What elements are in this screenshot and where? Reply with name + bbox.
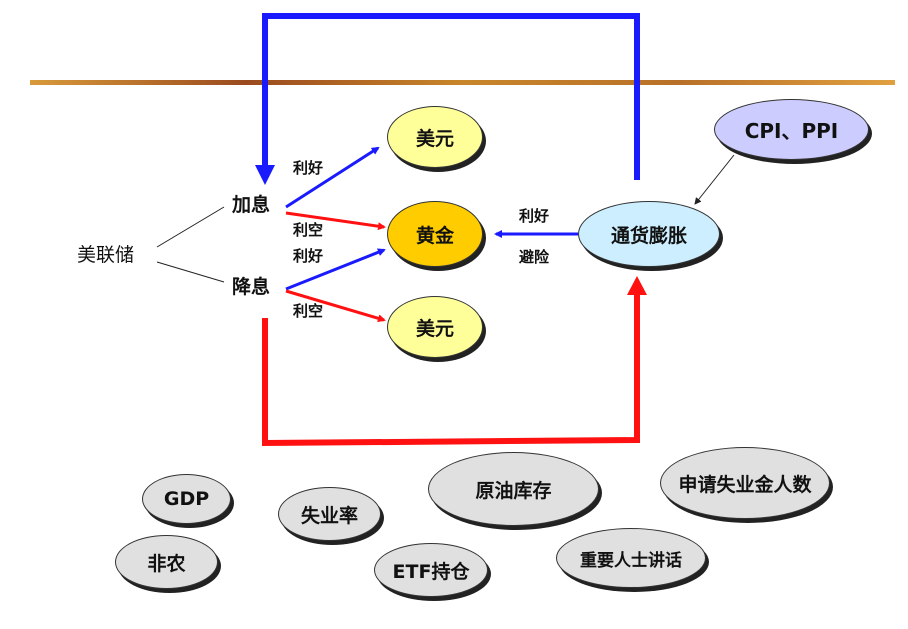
gold-node: 黄金	[387, 201, 483, 267]
indicator-crude-inventory-label: 原油库存	[475, 479, 552, 502]
root-to-hike-line	[156, 206, 225, 248]
inflation-to-hike-feedback-arrow	[262, 13, 640, 180]
hike-gold-edge-label: 利空	[293, 221, 324, 239]
inflation-gold-edge-label-bottom: 避险	[519, 248, 550, 266]
rate-cut-label: 降息	[232, 276, 271, 298]
inflation-gold-edge-label-top: 利好	[519, 207, 550, 225]
feedback-arrowhead-red	[627, 276, 647, 295]
indicator-etf-holdings: ETF持仓	[374, 543, 488, 597]
cut-to-gold-arrow	[285, 248, 386, 291]
indicator-gdp: GDP	[142, 474, 231, 524]
indicator-etf-holdings-label: ETF持仓	[392, 560, 470, 583]
cpi-ppi-node: CPI、PPI	[714, 99, 869, 160]
usd-node-bottom: 美元	[387, 296, 483, 358]
indicator-unemployment-rate: 失业率	[278, 487, 381, 541]
indicator-jobless-claims-label: 申请失业金人数	[678, 473, 812, 496]
rate-hike-label: 加息	[232, 194, 271, 216]
cut-gold-edge-label: 利好	[293, 247, 324, 265]
indicator-jobless-claims: 申请失业金人数	[660, 447, 830, 519]
hike-to-gold-arrow	[285, 211, 386, 231]
usd-node-top: 美元	[387, 106, 483, 168]
inflation-node-label: 通货膨胀	[610, 224, 687, 247]
indicator-nonfarm: 非农	[115, 535, 218, 589]
hike-usd-edge-label: 利好	[293, 159, 324, 177]
indicator-key-speeches: 重要人士讲话	[556, 528, 706, 588]
indicator-key-speeches-label: 重要人士讲话	[580, 550, 682, 571]
indicator-nonfarm-label: 非农	[147, 552, 186, 575]
cut-to-usd-arrow	[285, 289, 386, 323]
usd-node-top-label: 美元	[415, 127, 454, 150]
usd-node-bottom-label: 美元	[415, 317, 454, 340]
inflation-node: 通货膨胀	[578, 201, 720, 267]
cut-usd-edge-label: 利空	[293, 302, 324, 320]
fed-root-label: 美联储	[77, 244, 135, 266]
cut-to-inflation-feedback-arrow	[262, 292, 640, 447]
root-to-cut-line	[156, 261, 225, 283]
cpi-ppi-node-label: CPI、PPI	[744, 119, 839, 143]
hike-to-usd-arrow	[285, 146, 380, 209]
header-divider	[30, 80, 895, 85]
feedback-arrowhead-blue	[255, 165, 275, 185]
gold-node-label: 黄金	[415, 224, 454, 247]
indicator-crude-inventory: 原油库存	[428, 452, 599, 526]
indicator-gdp-label: GDP	[163, 488, 210, 510]
cpi-to-inflation-arrow	[694, 154, 735, 205]
indicator-unemployment-rate-label: 失业率	[300, 504, 358, 527]
